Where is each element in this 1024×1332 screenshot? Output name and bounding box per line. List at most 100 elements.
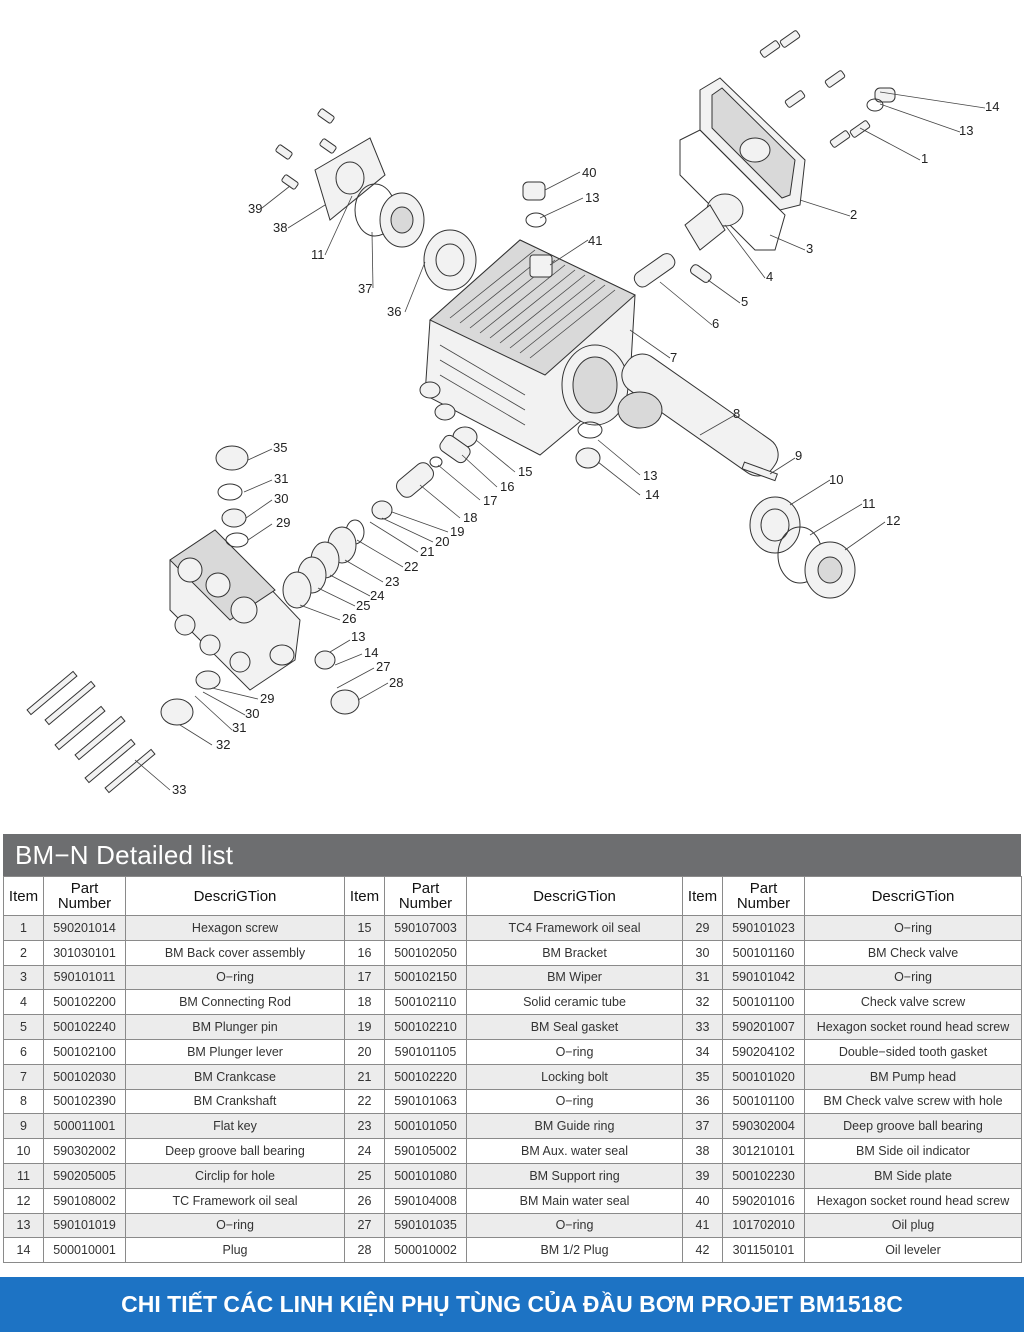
part-number-cell: 500102210 bbox=[384, 1014, 467, 1040]
item-cell: 10 bbox=[3, 1138, 44, 1164]
item-cell: 3 bbox=[3, 964, 44, 991]
part-number-cell: 590101105 bbox=[384, 1038, 467, 1065]
part-number-cell: 590101011 bbox=[43, 964, 126, 991]
description-cell: Locking bolt bbox=[466, 1063, 683, 1090]
part-number-cell: 301030101 bbox=[43, 939, 126, 966]
footer-title: CHI TIẾT CÁC LINH KIỆN PHỤ TÙNG CỦA ĐẦU … bbox=[121, 1291, 903, 1317]
part-number-cell: 500102230 bbox=[722, 1162, 805, 1189]
description-cell: BM Pump head bbox=[804, 1063, 1022, 1090]
item-cell: 23 bbox=[344, 1113, 385, 1140]
part-number-cell: 500102110 bbox=[384, 989, 467, 1016]
part-number-cell: 590101019 bbox=[43, 1212, 126, 1239]
item-cell: 4 bbox=[3, 989, 44, 1016]
description-cell: Hexagon socket round head screw bbox=[804, 1014, 1022, 1040]
part-number-cell: 500102240 bbox=[43, 1014, 126, 1040]
crankcase-drawing bbox=[419, 239, 636, 456]
description-cell: Oil plug bbox=[804, 1212, 1022, 1239]
part-number-cell: 101702010 bbox=[722, 1212, 805, 1239]
header-item: Item bbox=[682, 876, 723, 916]
header-description: DescriGTion bbox=[804, 876, 1022, 916]
callout-19: 19 bbox=[450, 524, 464, 539]
callout-15: 15 bbox=[518, 464, 532, 479]
item-cell: 42 bbox=[682, 1237, 723, 1264]
callout-13: 13 bbox=[643, 468, 657, 483]
item-cell: 11 bbox=[3, 1162, 44, 1189]
item-cell: 19 bbox=[344, 1014, 385, 1040]
part-number-cell: 590101023 bbox=[722, 915, 805, 941]
description-cell: BM Check valve bbox=[804, 939, 1022, 966]
item-cell: 12 bbox=[3, 1187, 44, 1214]
callout-25: 25 bbox=[356, 598, 370, 613]
callout-24: 24 bbox=[370, 588, 384, 603]
description-cell: BM Plunger lever bbox=[125, 1038, 345, 1065]
description-cell: BM Plunger pin bbox=[125, 1014, 345, 1040]
description-cell: O−ring bbox=[466, 1038, 683, 1065]
callout-31b: 31 bbox=[274, 471, 288, 486]
item-cell: 15 bbox=[344, 915, 385, 941]
description-cell: BM Guide ring bbox=[466, 1113, 683, 1140]
callout-10: 10 bbox=[829, 472, 843, 487]
callout-30b: 30 bbox=[274, 491, 288, 506]
header-item: Item bbox=[3, 876, 44, 916]
item-cell: 37 bbox=[682, 1113, 723, 1140]
part-number-cell: 590201016 bbox=[722, 1187, 805, 1214]
item-cell: 39 bbox=[682, 1162, 723, 1189]
part-number-cell: 500101100 bbox=[722, 989, 805, 1016]
part-number-cell: 500101080 bbox=[384, 1162, 467, 1189]
callout-35: 35 bbox=[273, 440, 287, 455]
description-cell: O−ring bbox=[466, 1088, 683, 1115]
part-number-cell: 590101063 bbox=[384, 1088, 467, 1115]
callout-18: 18 bbox=[463, 510, 477, 525]
callout-2: 2 bbox=[850, 207, 857, 222]
part-number-cell: 500101100 bbox=[722, 1088, 805, 1115]
item-cell: 16 bbox=[344, 939, 385, 966]
list-title: BM−N Detailed list bbox=[15, 840, 234, 870]
item-cell: 17 bbox=[344, 964, 385, 991]
description-cell: Solid ceramic tube bbox=[466, 989, 683, 1016]
item-cell: 6 bbox=[3, 1038, 44, 1065]
callout-33: 33 bbox=[172, 782, 186, 797]
item-cell: 18 bbox=[344, 989, 385, 1016]
part-number-cell: 301210101 bbox=[722, 1138, 805, 1164]
callout-11: 11 bbox=[862, 496, 876, 511]
part-number-cell: 500101020 bbox=[722, 1063, 805, 1090]
part-number-cell: 500101160 bbox=[722, 939, 805, 966]
callout-29b: 29 bbox=[276, 515, 290, 530]
item-cell: 28 bbox=[344, 1237, 385, 1264]
plunger-assembly-drawing bbox=[282, 426, 478, 609]
callout-9: 9 bbox=[795, 448, 802, 463]
description-cell: O−ring bbox=[125, 1212, 345, 1239]
item-cell: 30 bbox=[682, 939, 723, 966]
callout-14: 14 bbox=[645, 487, 659, 502]
description-cell: O−ring bbox=[804, 964, 1022, 991]
part-number-cell: 590204102 bbox=[722, 1038, 805, 1065]
description-cell: BM Main water seal bbox=[466, 1187, 683, 1214]
callout-40: 40 bbox=[582, 165, 596, 180]
callout-14c: 14 bbox=[364, 645, 378, 660]
callout-23: 23 bbox=[385, 574, 399, 589]
callout-13c: 13 bbox=[351, 629, 365, 644]
part-number-cell: 500102030 bbox=[43, 1063, 126, 1090]
item-cell: 7 bbox=[3, 1063, 44, 1090]
callout-39: 39 bbox=[248, 201, 262, 216]
long-bolts-drawing bbox=[26, 670, 156, 794]
callout-4: 4 bbox=[766, 269, 773, 284]
part-number-cell: 500102150 bbox=[384, 964, 467, 991]
description-cell: BM Connecting Rod bbox=[125, 989, 345, 1016]
description-cell: Circlip for hole bbox=[125, 1162, 345, 1189]
description-cell: BM Aux. water seal bbox=[466, 1138, 683, 1164]
description-cell: Plug bbox=[125, 1237, 345, 1264]
description-cell: Flat key bbox=[125, 1113, 345, 1140]
part-number-cell: 500102390 bbox=[43, 1088, 126, 1115]
